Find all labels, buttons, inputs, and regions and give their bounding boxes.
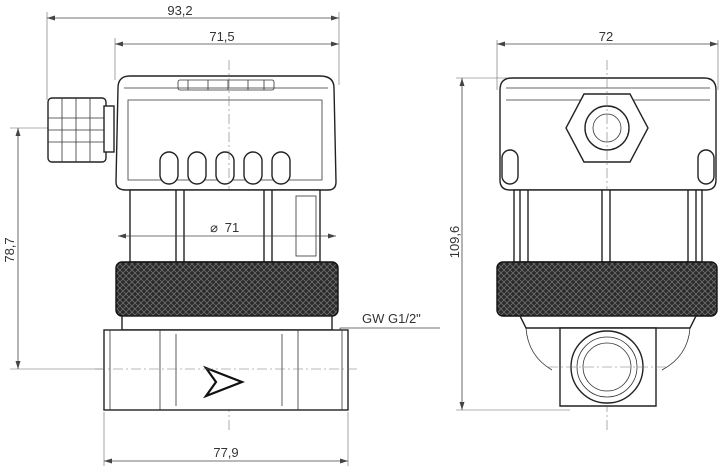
side-knurled-ring [496,261,718,317]
dim-71-label: 71 [225,220,239,235]
dim-71-5-label: 71,5 [209,29,234,44]
dim-109-6-label: 109,6 [447,226,462,259]
knurled-ring [115,261,339,317]
valve-body [95,315,360,411]
side-housing [499,77,717,191]
dimension-base-width: 77,9 [103,412,349,466]
diameter-symbol: ⌀ [210,220,218,235]
side-view: 72 109,6 [447,29,719,430]
thread-annotation: GW G1/2" [339,311,440,360]
dim-72-label: 72 [599,29,613,44]
dimension-diameter: ⌀ 71 [118,220,336,239]
dim-77-9-label: 77,9 [213,445,238,460]
vent-slots [159,151,291,185]
dimension-front-height: 78,7 [2,127,108,370]
dim-93-2-label: 93,2 [167,3,192,18]
side-column [513,189,703,263]
dim-78-7-label: 78,7 [2,237,17,262]
dimension-side-width: 72 [496,29,719,90]
dimension-housing-width: 71,5 [114,29,339,80]
flow-arrow-icon [202,365,246,399]
dimension-total-width: 93,2 [46,3,340,100]
column-body [129,189,321,263]
cable-gland [47,97,115,163]
thread-label: GW G1/2" [362,311,421,326]
front-view: 93,2 71,5 78,7 [2,3,440,466]
side-valve-body [518,315,698,407]
housing [115,75,337,191]
